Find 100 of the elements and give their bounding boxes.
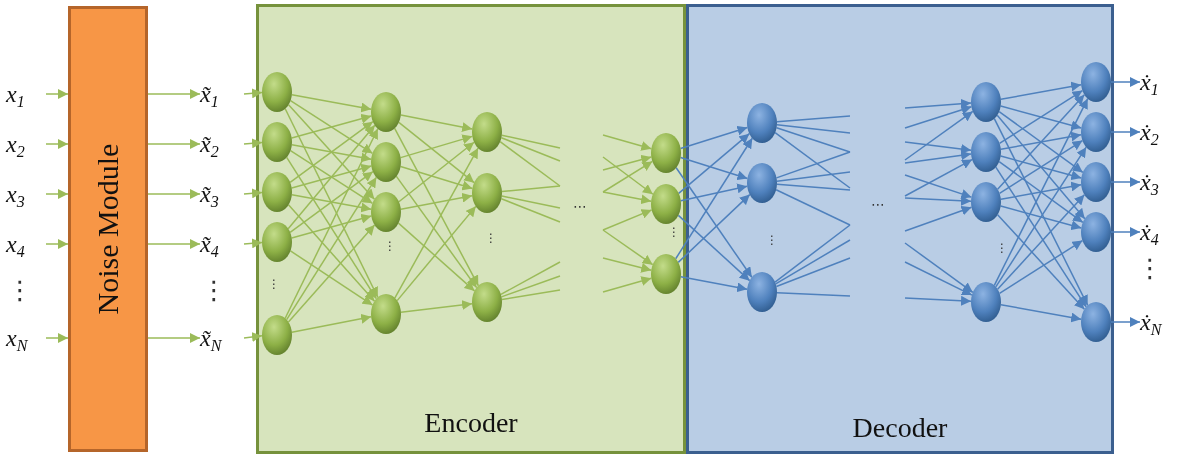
arrow bbox=[602, 276, 653, 293]
module-title: Noise Module bbox=[91, 143, 125, 315]
connection-line bbox=[776, 115, 851, 123]
ellipsis-mark: ⋯ bbox=[573, 199, 587, 213]
arrow bbox=[904, 261, 973, 296]
neuron-circle bbox=[262, 222, 292, 262]
ellipsis-mark: ⋮ bbox=[268, 278, 280, 290]
arrow bbox=[399, 165, 474, 191]
arrow bbox=[284, 108, 379, 298]
arrow bbox=[1000, 131, 1082, 151]
neuron-circle bbox=[971, 182, 1001, 222]
arrow bbox=[289, 170, 374, 234]
arrow bbox=[287, 204, 376, 302]
arrow bbox=[290, 113, 373, 139]
arrow bbox=[602, 229, 654, 266]
neuron-circle bbox=[1081, 212, 1111, 252]
arrow bbox=[674, 137, 754, 260]
noise-module-box bbox=[68, 6, 148, 452]
ellipsis-mark: ⋮ bbox=[766, 234, 778, 246]
noisy-input-label: x̃$_{2}$ bbox=[200, 129, 244, 159]
arrow bbox=[398, 121, 475, 184]
neuron-circle bbox=[262, 122, 292, 162]
output-variable-label: ẋ$_{4}$ bbox=[1140, 217, 1184, 247]
arrow bbox=[45, 239, 69, 249]
arrow bbox=[904, 110, 974, 161]
arrow bbox=[602, 209, 653, 231]
neuron-circle bbox=[1081, 62, 1111, 102]
arrow bbox=[393, 127, 480, 287]
arrow bbox=[993, 97, 1089, 287]
arrow bbox=[45, 189, 69, 199]
panel-title: Decoder bbox=[851, 412, 949, 444]
neuron-circle bbox=[472, 282, 502, 322]
arrow bbox=[399, 134, 474, 159]
connection-line bbox=[776, 123, 851, 134]
encoder-panel bbox=[256, 4, 686, 454]
neuron-circle bbox=[371, 294, 401, 334]
arrow bbox=[289, 250, 374, 306]
output-variable-label: ẋ$_{N}$ bbox=[1140, 307, 1184, 337]
arrow bbox=[45, 139, 69, 149]
connection-line bbox=[774, 224, 851, 283]
arrow bbox=[400, 300, 473, 313]
arrow bbox=[904, 295, 972, 306]
neuron-circle bbox=[472, 112, 502, 152]
connection-line bbox=[776, 171, 851, 182]
arrow bbox=[285, 176, 378, 321]
arrow bbox=[290, 213, 373, 239]
arrow bbox=[291, 94, 372, 113]
ellipsis-mark: ⋮ bbox=[668, 226, 680, 238]
arrow bbox=[147, 333, 201, 343]
arrow bbox=[291, 313, 372, 333]
arrow bbox=[999, 105, 1083, 131]
arrow bbox=[290, 163, 373, 189]
arrow bbox=[998, 239, 1084, 295]
connection-line bbox=[500, 261, 561, 296]
input-variable-label: x$_{N}$ bbox=[6, 323, 46, 353]
arrow bbox=[602, 154, 653, 171]
arrow bbox=[1110, 177, 1141, 187]
input-variable-label: x$_{3}$ bbox=[6, 179, 46, 209]
arrow bbox=[904, 242, 974, 294]
arrow bbox=[289, 99, 374, 155]
arrow bbox=[287, 224, 376, 323]
arrow bbox=[395, 175, 478, 289]
arrow bbox=[243, 138, 263, 149]
connection-line bbox=[501, 195, 561, 209]
neuron-circle bbox=[371, 192, 401, 232]
arrow bbox=[1000, 81, 1082, 101]
arrow bbox=[677, 132, 751, 195]
noisy-input-label: x̃$_{N}$ bbox=[200, 323, 244, 353]
arrow bbox=[904, 105, 973, 129]
arrow bbox=[904, 195, 972, 206]
neuron-circle bbox=[262, 172, 292, 212]
connection-line bbox=[775, 257, 851, 288]
arrow bbox=[677, 214, 751, 282]
arrow bbox=[287, 124, 376, 230]
neuron-circle bbox=[651, 254, 681, 294]
arrow bbox=[45, 333, 69, 343]
arrow bbox=[147, 139, 201, 149]
ellipsis-mark: ⋯ bbox=[871, 197, 885, 211]
arrow bbox=[243, 188, 263, 199]
arrow bbox=[1110, 317, 1141, 327]
arrow bbox=[998, 160, 1084, 224]
arrow bbox=[243, 238, 263, 249]
arrow bbox=[998, 110, 1084, 174]
ellipsis-mark: ⋮ bbox=[996, 242, 1008, 254]
connection-line bbox=[774, 239, 851, 285]
arrow bbox=[679, 125, 749, 150]
arrow bbox=[998, 89, 1084, 145]
arrow bbox=[995, 166, 1087, 308]
arrow bbox=[602, 257, 652, 273]
arrow bbox=[243, 332, 263, 342]
connection-line bbox=[501, 134, 561, 149]
connection-line bbox=[501, 185, 561, 193]
arrow bbox=[602, 191, 652, 205]
arrow bbox=[995, 146, 1087, 288]
connection-line bbox=[499, 140, 561, 187]
arrow bbox=[904, 98, 972, 109]
connection-line bbox=[775, 189, 851, 226]
arrow bbox=[400, 192, 473, 210]
neuron-circle bbox=[971, 282, 1001, 322]
connection-line bbox=[500, 275, 561, 298]
